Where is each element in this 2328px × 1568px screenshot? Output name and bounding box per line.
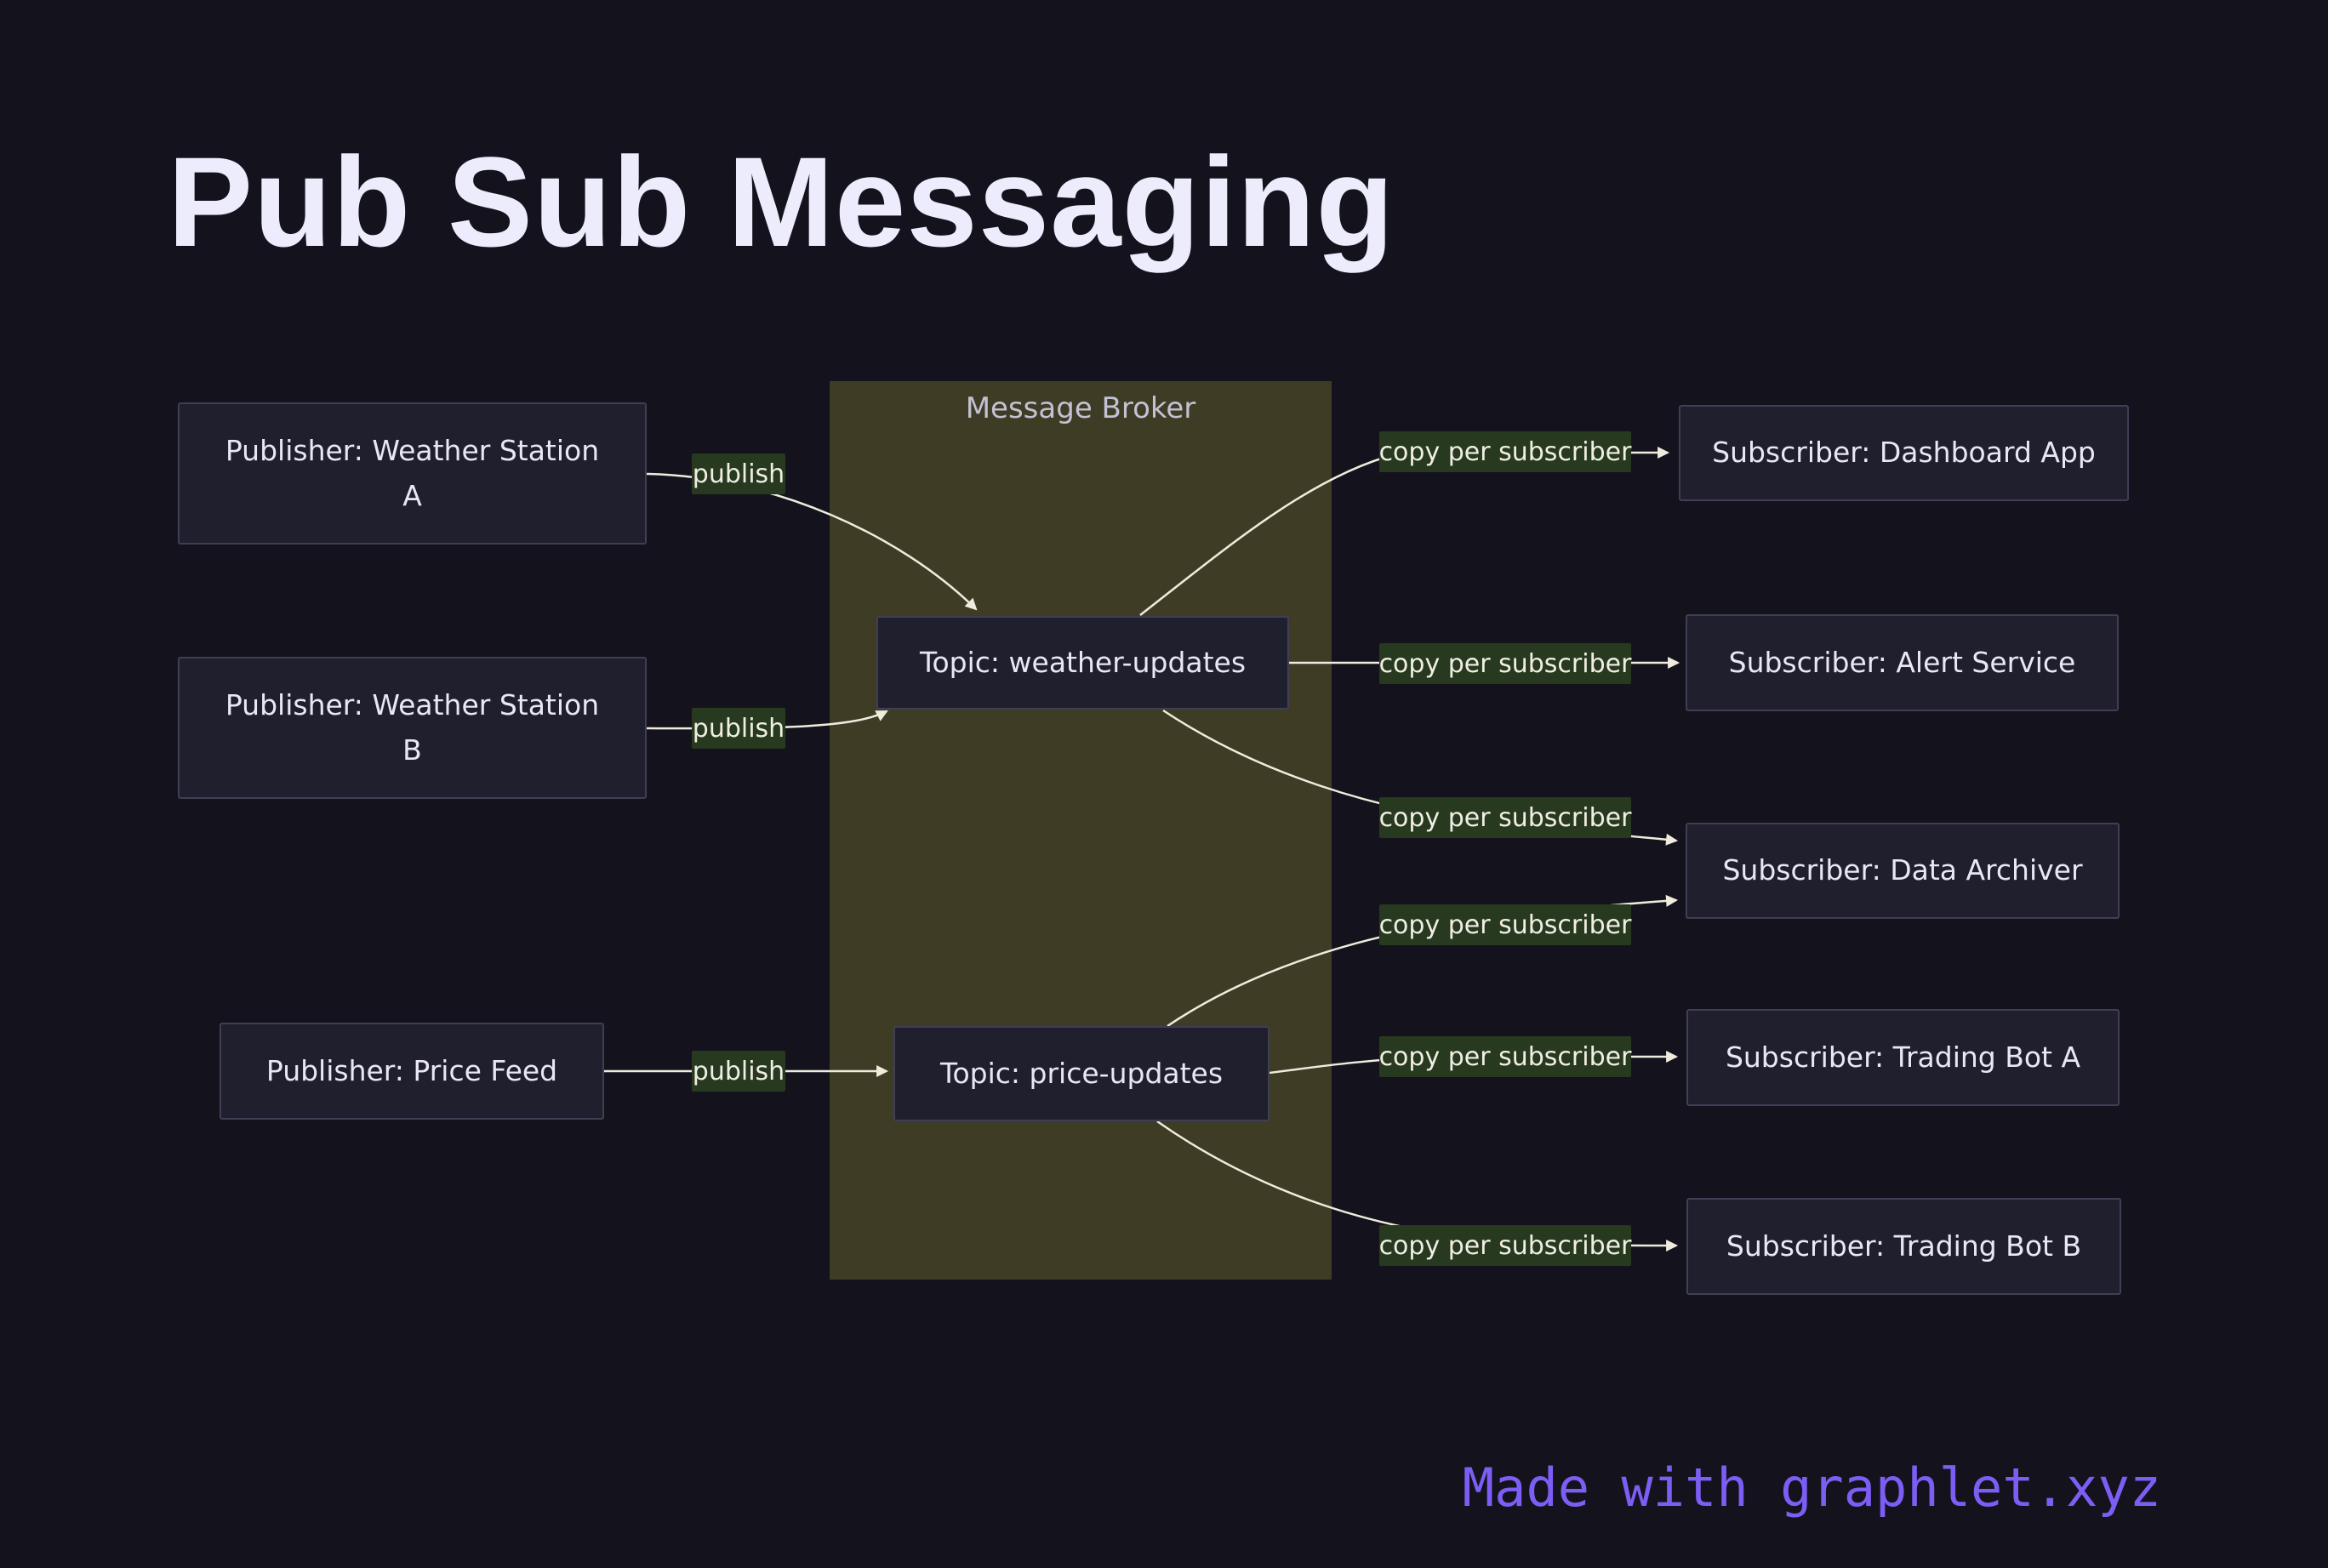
edge-label-publish-3: publish: [692, 1051, 785, 1092]
node-subscriber-dashboard-app: Subscriber: Dashboard App: [1679, 405, 2129, 501]
edge-label-publish-2: publish: [692, 708, 785, 749]
edge-topic-weather-to-sub-dashboard: [1139, 446, 1670, 616]
node-subscriber-alert-service: Subscriber: Alert Service: [1686, 614, 2119, 711]
node-subscriber-data-archiver: Subscriber: Data Archiver: [1686, 823, 2120, 919]
node-topic-weather-updates: Topic: weather-updates: [876, 616, 1289, 710]
edge-label-copy-per-subscriber-3: copy per subscriber: [1379, 797, 1631, 838]
edge-label-copy-per-subscriber-2: copy per subscriber: [1379, 643, 1631, 684]
edge-label-copy-per-subscriber-5: copy per subscriber: [1379, 1036, 1631, 1077]
message-broker-label: Message Broker: [965, 391, 1196, 425]
edge-label-copy-per-subscriber-1: copy per subscriber: [1379, 431, 1631, 472]
edge-label-publish-1: publish: [692, 453, 785, 494]
edge-label-copy-per-subscriber-4: copy per subscriber: [1379, 904, 1631, 945]
node-publisher-price-feed: Publisher: Price Feed: [220, 1023, 604, 1120]
node-subscriber-trading-bot-a: Subscriber: Trading Bot A: [1686, 1009, 2120, 1106]
node-subscriber-trading-bot-b: Subscriber: Trading Bot B: [1686, 1198, 2121, 1295]
edge-label-copy-per-subscriber-6: copy per subscriber: [1379, 1225, 1631, 1266]
attribution-text: Made with graphlet.xyz: [1462, 1457, 2161, 1519]
page-title: Pub Sub Messaging: [168, 130, 1395, 273]
node-publisher-weather-station-a: Publisher: Weather Station A: [178, 402, 647, 545]
node-publisher-weather-station-b: Publisher: Weather Station B: [178, 657, 647, 799]
node-topic-price-updates: Topic: price-updates: [893, 1026, 1270, 1121]
